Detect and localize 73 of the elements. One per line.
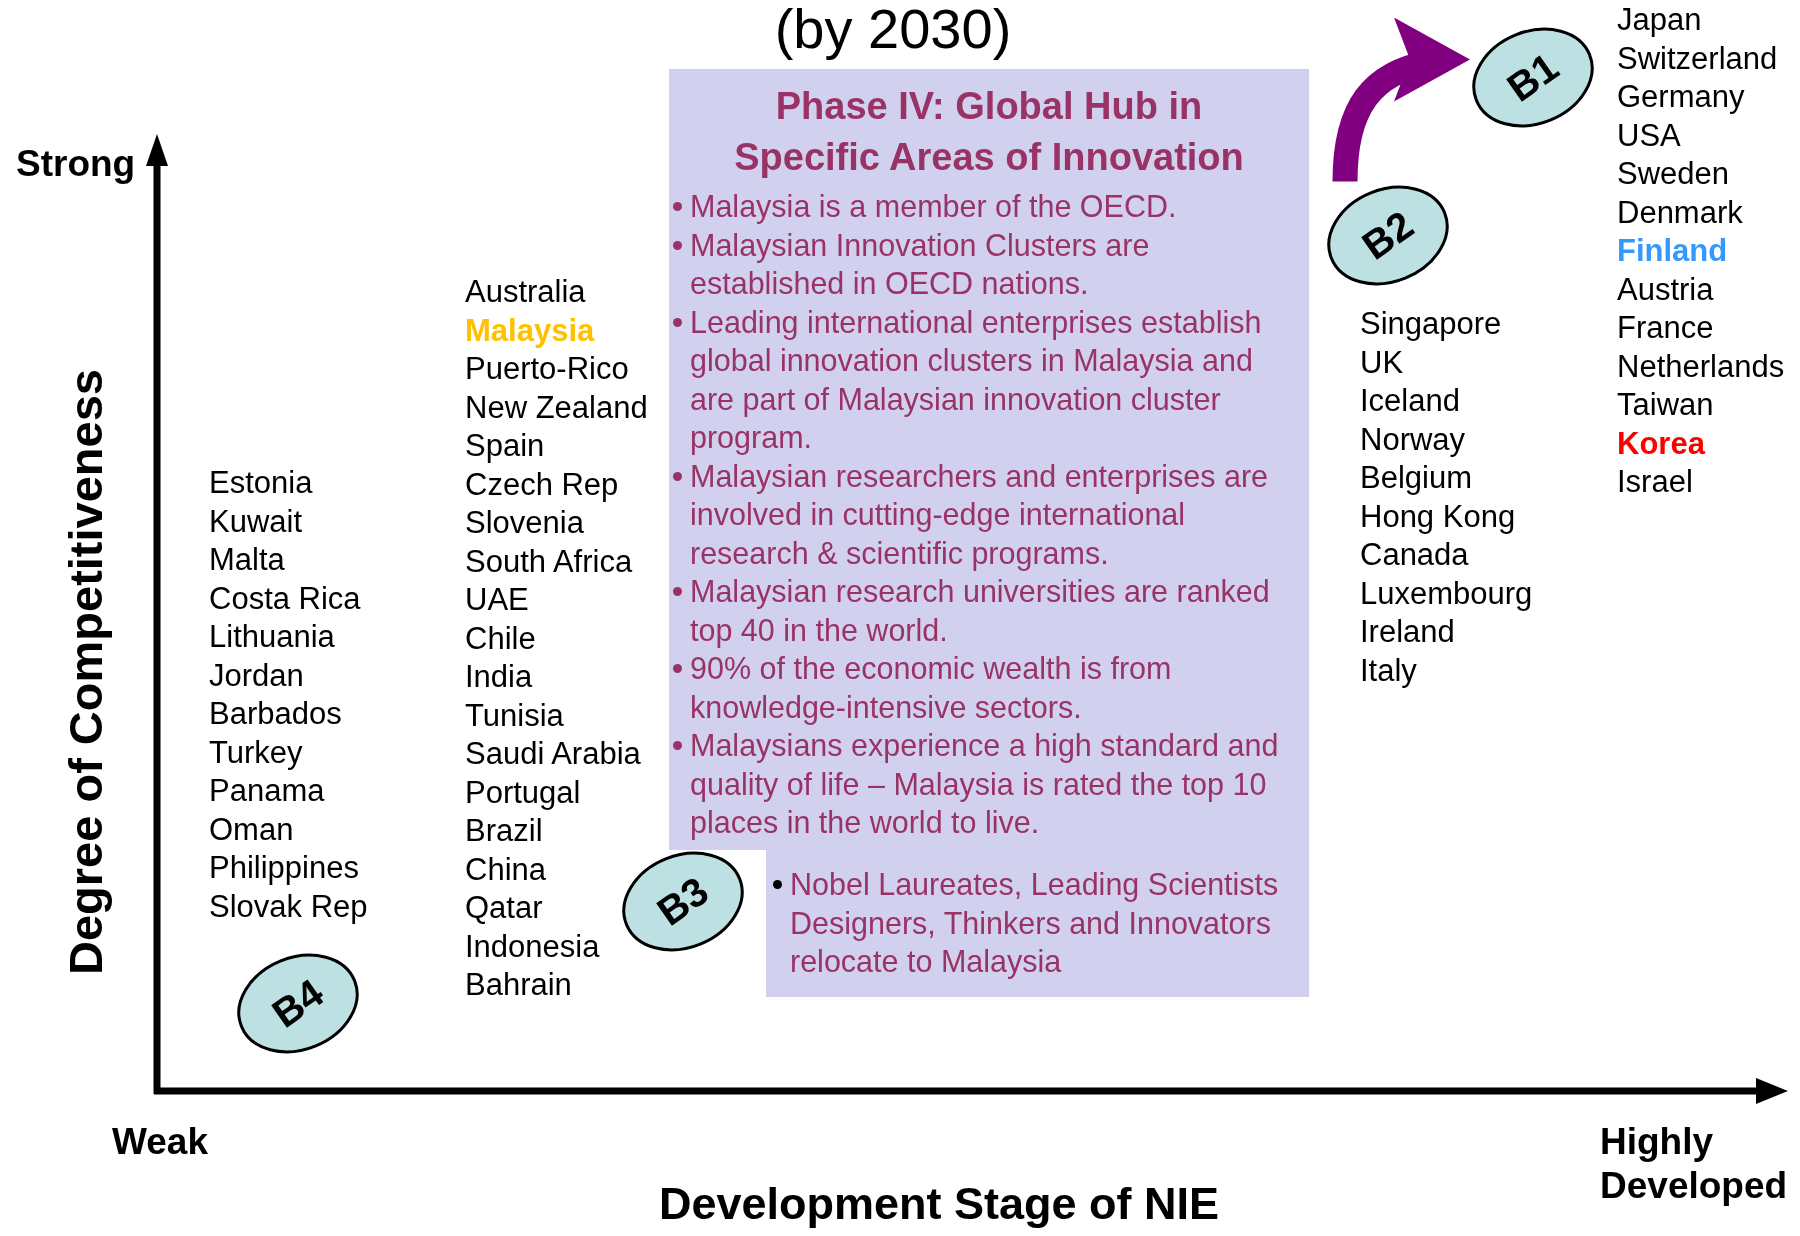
stage-bubble: B1 [1470, 25, 1596, 129]
bullet-text: Malaysia is a member of the OECD. [690, 188, 1178, 226]
country-name: South Africa [465, 542, 633, 580]
bullet-text: Leading international enterprises establish global innovation clusters in Malaysia and are part of Malaysian innovation cluster program. [690, 303, 1263, 457]
country-name: Costa Rica [209, 579, 361, 617]
country-name: Germany [1617, 78, 1745, 116]
country-name: Malaysia [465, 311, 595, 349]
country-name: Israel [1617, 463, 1693, 501]
country-name: Brazil [465, 812, 543, 850]
country-name: Japan [1617, 1, 1702, 39]
country-name: Italy [1360, 651, 1417, 689]
country-name: Kuwait [209, 502, 303, 540]
axis-label: Development Stage of NIE [658, 1178, 1220, 1230]
country-name: Chile [465, 619, 536, 657]
bullet-text: Malaysian Innovation Clusters are established in OECD nations. [690, 226, 1151, 302]
country-name: Czech Rep [465, 465, 619, 503]
country-name: Slovak Rep [209, 887, 368, 925]
stage-bubble: B2 [1325, 183, 1451, 287]
country-name: New Zealand [465, 388, 648, 426]
country-name: Lithuania [209, 618, 335, 656]
country-name: Norway [1360, 420, 1466, 458]
country-name: Korea [1617, 424, 1705, 462]
country-name: Switzerland [1617, 39, 1778, 77]
title: (by 2030) [774, 0, 1012, 60]
country-name: UAE [465, 581, 529, 619]
panel-heading: Phase IV: Global Hub in Specific Areas of Innovation [733, 84, 1245, 180]
country-name: Sweden [1617, 155, 1730, 193]
country-name: France [1617, 309, 1714, 347]
country-name: Indonesia [465, 927, 600, 965]
country-name: Australia [465, 273, 586, 311]
country-name: Denmark [1617, 193, 1743, 231]
country-name: Luxembourg [1360, 574, 1533, 612]
country-name: Panama [209, 772, 325, 810]
bullet-text: Malaysians experience a high standard and quality of life – Malaysia is rated the top 10 places in the world to live. [690, 727, 1280, 842]
bullet-text: Malaysian research universities are ranked top 40 in the world. [690, 573, 1271, 649]
country-name: Belgium [1360, 459, 1472, 497]
stage-bubble: B3 [620, 849, 746, 953]
country-name: Estonia [209, 464, 313, 502]
country-name: Strong [16, 143, 136, 186]
country-name: China [465, 850, 546, 888]
country-name: Slovenia [465, 504, 584, 542]
bullet-text: Malaysian researchers and enterprises are involved in cutting-edge international research & scientific programs. [690, 457, 1270, 572]
country-name: USA [1617, 116, 1681, 154]
country-name: Canada [1360, 536, 1469, 574]
country-name: Singapore [1360, 305, 1502, 343]
country-name: UK [1360, 343, 1404, 381]
bullet-text: Nobel Laureates, Leading Scientists Designers, Thinkers and Innovators relocate to Malaysia [790, 866, 1280, 981]
country-name: India [465, 658, 533, 696]
country-name: Netherlands [1617, 347, 1785, 385]
country-name: Portugal [465, 773, 581, 811]
country-name: Turkey [209, 733, 303, 771]
country-name: Saudi Arabia [465, 735, 641, 773]
country-name: Highly Developed [1600, 1120, 1789, 1209]
country-name: Taiwan [1617, 386, 1714, 424]
country-name: Iceland [1360, 382, 1460, 420]
country-name: Barbados [209, 695, 342, 733]
country-name: Hong Kong [1360, 497, 1516, 535]
country-name: Finland [1617, 232, 1728, 270]
country-name: Bahrain [465, 966, 572, 1004]
country-name: Philippines [209, 849, 359, 887]
country-name: Austria [1617, 270, 1714, 308]
country-name: Jordan [209, 656, 304, 694]
country-name: Tunisia [465, 696, 564, 734]
axis-label: Degree of Competitiveness [59, 369, 113, 975]
stage-bubble: B4 [235, 951, 361, 1055]
bullet-text: 90% of the economic wealth is from knowledge-intensive sectors. [690, 650, 1173, 726]
country-name: Spain [465, 427, 545, 465]
country-name: Malta [209, 541, 285, 579]
country-name: Qatar [465, 889, 543, 927]
country-name: Puerto-Rico [465, 350, 629, 388]
country-name: Weak [112, 1121, 208, 1164]
country-name: Oman [209, 810, 294, 848]
country-name: Ireland [1360, 613, 1455, 651]
